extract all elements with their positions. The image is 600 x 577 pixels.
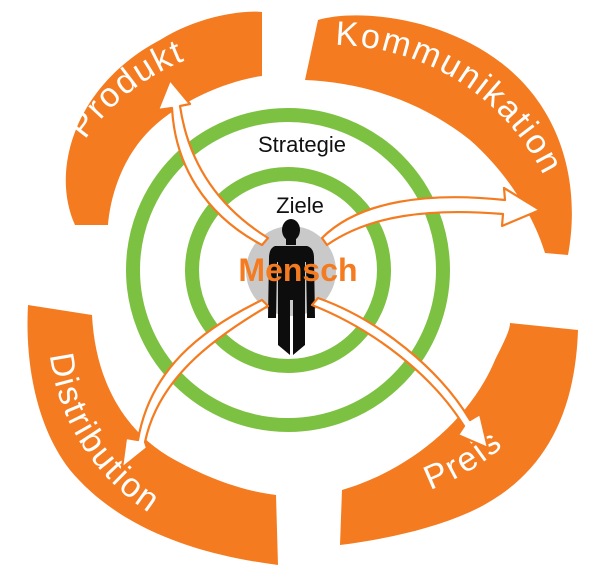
arrow-to-produkt xyxy=(156,78,270,247)
ring-label-strategie: Strategie xyxy=(258,132,346,157)
inner-ring-ziele xyxy=(185,167,391,373)
center-label-mensch: Mensch xyxy=(238,252,357,288)
ring-label-ziele: Ziele xyxy=(276,193,324,218)
arrow-to-preis xyxy=(310,296,490,450)
person-icon xyxy=(268,219,315,355)
arrow-to-distribution xyxy=(120,298,270,470)
arrow-to-kommunikation xyxy=(320,186,542,247)
outer-ring-strategie xyxy=(126,108,450,432)
